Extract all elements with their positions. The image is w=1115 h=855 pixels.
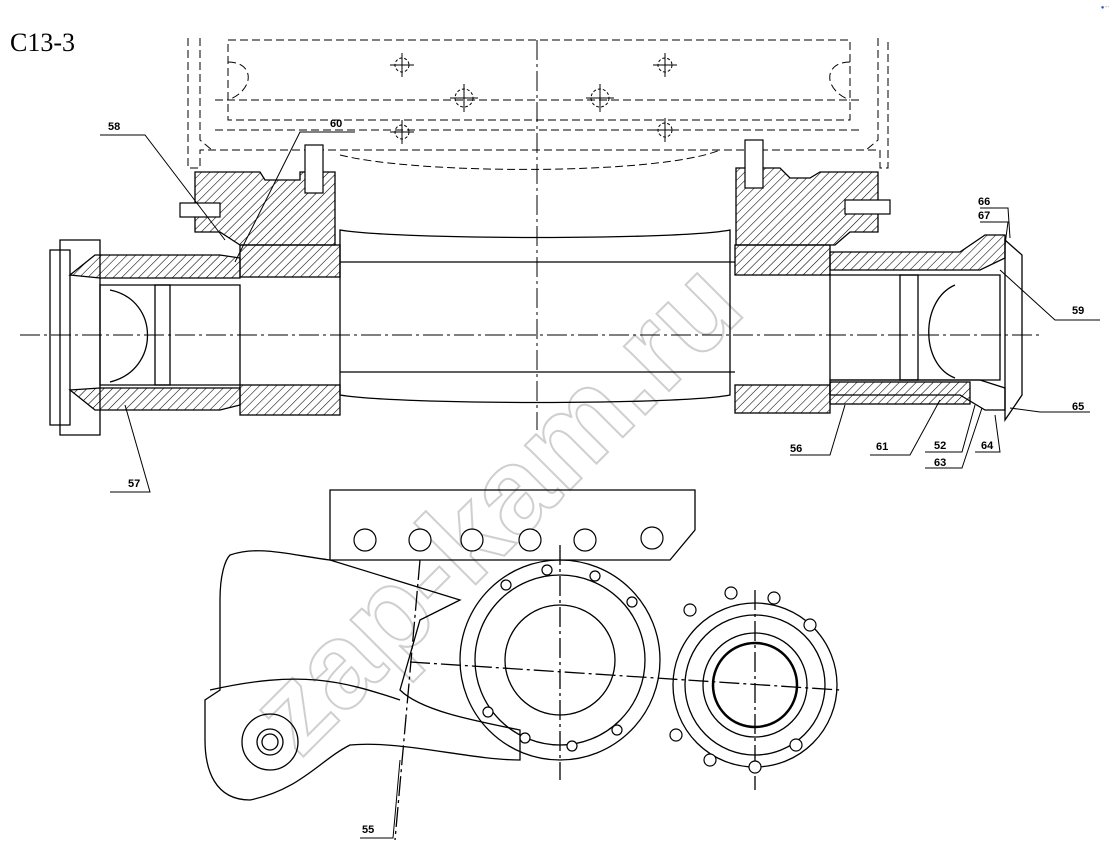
bracket-fastener-holes: [353, 526, 817, 774]
callout-63: 63: [934, 457, 946, 469]
corner-mark: ●ᐧᐧᐧ: [1100, 5, 1109, 11]
callout-56: 56: [790, 443, 802, 455]
callout-52: 52: [934, 440, 946, 452]
callout-55: 55: [362, 824, 374, 836]
frame-holes: [390, 53, 677, 144]
callout-66: 66: [978, 196, 990, 208]
leader-lines: [100, 131, 1100, 839]
callout-64: 64: [981, 440, 994, 452]
shaft-assembly: [49, 167, 1023, 436]
callout-58: 58: [108, 121, 120, 133]
callout-61: 61: [876, 441, 888, 453]
watermark-text: zap-kam.ru: [224, 236, 767, 779]
bolts: [179, 139, 891, 218]
callout-labels: 58 60 57 66 67 59 65 56 61 52 63 64 55: [108, 118, 1084, 836]
frame-phantom: [187, 38, 889, 170]
callout-59: 59: [1072, 305, 1084, 317]
callout-65: 65: [1072, 401, 1084, 413]
callout-57: 57: [128, 478, 140, 490]
callout-67: 67: [978, 210, 990, 222]
callout-60: 60: [330, 118, 342, 130]
sheet-code: C13-3: [10, 28, 75, 57]
